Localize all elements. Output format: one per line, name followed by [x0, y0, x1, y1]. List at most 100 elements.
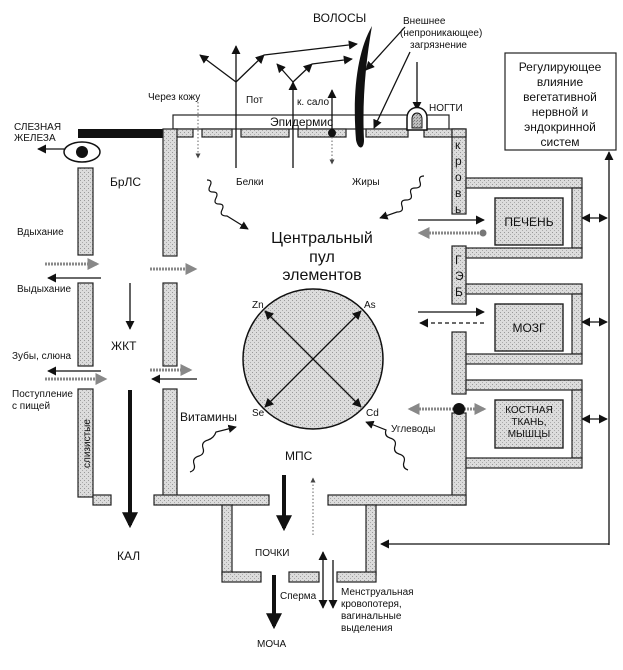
- regulation-line: систем: [541, 135, 580, 149]
- bone-top-wall: [465, 379, 583, 391]
- inner-wall-foot: [153, 494, 270, 506]
- liver-right-wall: [571, 187, 583, 249]
- epidermis-label: Эпидермис: [270, 115, 333, 129]
- regulation-line: эндокринной: [524, 120, 596, 134]
- element-zn: Zn: [252, 300, 264, 311]
- proteins-wavy-arrow: [206, 179, 249, 230]
- as-se-arrow: [264, 310, 362, 408]
- external-to-skin-arrow: [373, 51, 411, 129]
- proteins-label: Белки: [236, 177, 264, 188]
- pool-title-3: элементов: [282, 267, 361, 284]
- feces-label: КАЛ: [117, 549, 140, 563]
- kidney-right-foot: [336, 571, 377, 583]
- lacrimal-label-1: СЛЕЗНАЯ: [14, 122, 61, 133]
- food-label-2: с пищей: [12, 401, 50, 412]
- mucosa-wall-outer-upper: [77, 167, 94, 256]
- sweat-label: Пот: [246, 95, 264, 106]
- sebum-branch-right: [292, 63, 313, 83]
- vitamins-wavy-arrow: [189, 424, 237, 473]
- mucosa-wall-foot-left: [92, 494, 112, 506]
- sweat-branch-right: [235, 54, 265, 83]
- external-label-2: (непроникающее): [400, 28, 482, 39]
- blood-letter-glyph: ь: [455, 202, 461, 216]
- kidneys-label: ПОЧКИ: [255, 548, 289, 559]
- liver-label: ПЕЧЕНЬ: [504, 215, 553, 229]
- bone-label-2: ТКАНЬ,: [511, 417, 546, 428]
- mucosa-wall-outer-middle: [77, 282, 94, 367]
- brain-label: МОЗГ: [512, 321, 546, 335]
- kidney-right-wall: [365, 504, 377, 576]
- bbb-letter-glyph: Э: [455, 269, 464, 283]
- right-wall-lower-upper: [451, 331, 467, 395]
- inner-wall-upper: [162, 128, 178, 257]
- bone-bottom-wall: [465, 457, 583, 469]
- bottom-group: МПС ПОЧКИ МОЧА Сперма Менструальная кров…: [221, 449, 414, 650]
- carbs-label: Углеводы: [391, 424, 435, 435]
- sebum-dot: [328, 129, 336, 137]
- skin-right-cap: [451, 128, 467, 138]
- bone-label-3: МЫШЦЫ: [508, 429, 551, 440]
- inhale-label: Вдыхание: [17, 227, 64, 238]
- bbb-wall: [451, 245, 467, 305]
- skin-segment: [201, 128, 233, 138]
- sebum-to-hair: [311, 55, 353, 65]
- airways-label: БрЛС: [110, 175, 141, 189]
- sebum-label: к. сало: [297, 97, 329, 108]
- bbb-letter-glyph: Б: [455, 285, 463, 299]
- regulation-line: вегетативной: [523, 90, 597, 104]
- blood-letter-glyph: о: [455, 170, 462, 184]
- menstrual-label-3: вагинальные: [341, 611, 402, 622]
- gi-label: ЖКТ: [111, 339, 137, 353]
- fats-label: Жиры: [352, 177, 380, 188]
- blood-letter-glyph: в: [455, 186, 461, 200]
- element-se: Se: [252, 408, 265, 419]
- liver-box: [494, 197, 564, 246]
- right-wall-foot: [327, 494, 467, 506]
- regulation-line: Регулирующее: [519, 60, 602, 74]
- external-label-3: загрязнение: [410, 40, 467, 51]
- bone-dot: [453, 403, 465, 415]
- element-cd: Cd: [366, 408, 379, 419]
- nail-inner: [411, 112, 423, 129]
- lacrimal-label-2: ЖЕЛЕЗА: [14, 133, 56, 144]
- hair-label: ВОЛОСЫ: [313, 11, 366, 25]
- mucosa-label: слизистые: [82, 419, 93, 468]
- menstrual-label-1: Менструальная: [341, 587, 414, 598]
- right-wall-lower: [451, 412, 467, 506]
- blood-letter-glyph: р: [455, 154, 462, 168]
- skin-segment: [174, 128, 194, 138]
- carbs-wavy-arrow: [365, 420, 409, 471]
- pool-title-2: пул: [309, 249, 335, 266]
- regulation-box: Регулирующее влияние вегетативной нервно…: [504, 52, 617, 151]
- bone-label-1: КОСТНАЯ: [505, 405, 553, 416]
- sebum-branch-left: [276, 63, 294, 83]
- sweat-to-hair: [263, 40, 358, 56]
- nutrients-group: Белки Жиры Витамины Углеводы: [180, 175, 435, 473]
- kidney-left-wall: [221, 504, 233, 576]
- skin-group: Эпидермис ВОЛОСЫ Пот к. сало Через кожу …: [78, 11, 482, 168]
- inner-wall-middle: [162, 282, 178, 367]
- fats-wavy-arrow: [379, 175, 425, 220]
- teeth-label: Зубы, слюна: [12, 350, 71, 362]
- liver-bottom-wall: [465, 247, 583, 259]
- skin-segment: [365, 128, 409, 138]
- brain-right-wall: [571, 293, 583, 355]
- skin-segment: [297, 128, 347, 138]
- bone-box: [494, 399, 564, 449]
- kidney-mid-foot: [288, 571, 320, 583]
- liver-dot: [479, 229, 487, 237]
- brain-top-wall: [465, 283, 583, 295]
- kidney-left-foot: [221, 571, 262, 583]
- exhale-label: Выдыхание: [17, 284, 71, 295]
- regulation-line: влияние: [537, 75, 584, 89]
- external-to-hair-arrow: [365, 26, 406, 71]
- brain-bottom-wall: [465, 353, 583, 365]
- nails-label: НОГТИ: [429, 103, 463, 114]
- mucosa-wall-outer-lower: [77, 388, 94, 498]
- pool-title-1: Центральный: [271, 230, 373, 247]
- vitamins-label: Витамины: [180, 410, 237, 424]
